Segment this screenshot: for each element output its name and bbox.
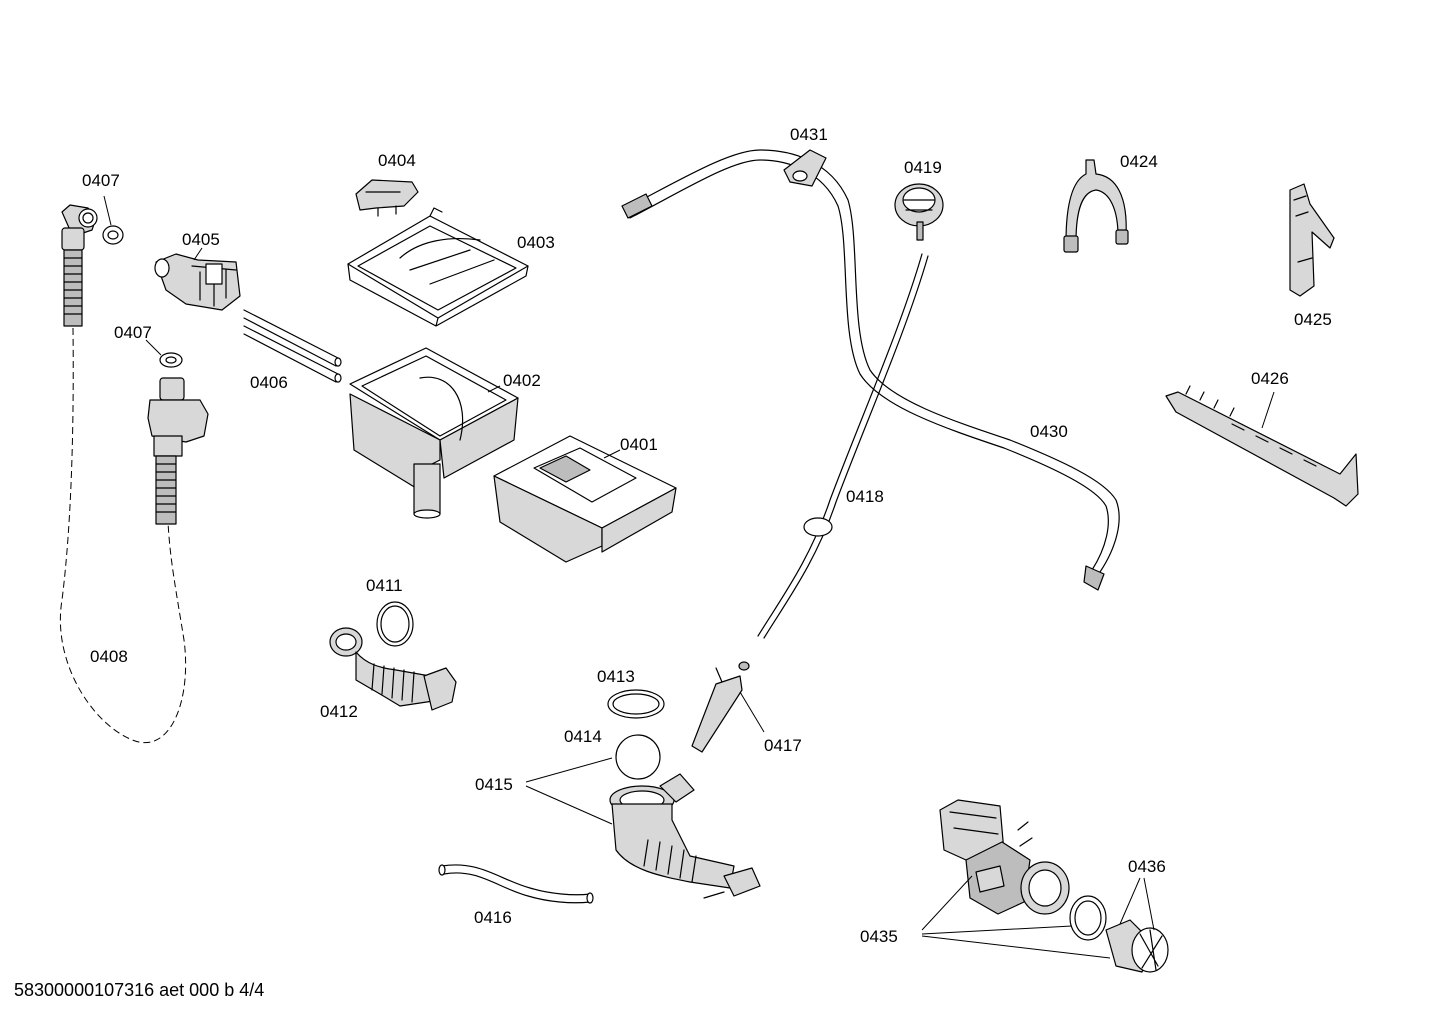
- part-0414-ball: [615, 734, 661, 780]
- label-0418: 0418: [846, 487, 884, 506]
- part-0436-filter: [1105, 919, 1169, 973]
- part-0435-gasket: [1069, 895, 1107, 941]
- label-0413: 0413: [597, 667, 635, 686]
- label-0414: 0414: [564, 727, 602, 746]
- label-0419: 0419: [904, 158, 942, 177]
- label-0426: 0426: [1251, 369, 1289, 388]
- label-0403: 0403: [517, 233, 555, 252]
- part-0404-clip: [355, 179, 419, 217]
- label-0406: 0406: [250, 373, 288, 392]
- part-0430-0431-long-hose: [621, 149, 1120, 591]
- label-0411: 0411: [366, 576, 403, 595]
- part-0426-rail: [1165, 385, 1359, 507]
- label-0402: 0402: [503, 371, 541, 390]
- part-0419-pressure-switch: [894, 183, 944, 241]
- part-0415-sump-hose: [609, 773, 761, 899]
- part-0416-small-hose: [438, 864, 594, 904]
- part-0418-pressure-hose: [757, 253, 929, 639]
- part-0424-y-connector: [1063, 159, 1129, 253]
- label-0435: 0435: [860, 927, 898, 946]
- part-0405-valve: [154, 253, 241, 311]
- label-0424: 0424: [1120, 152, 1158, 171]
- label-0425: 0425: [1294, 310, 1332, 329]
- part-0411-seal-ring: [376, 601, 414, 647]
- label-0405: 0405: [182, 230, 220, 249]
- label-0431: 0431: [790, 125, 828, 144]
- part-0407-upper-connector: [61, 204, 98, 327]
- part-0406-tubes: [243, 309, 342, 383]
- part-0402-dispenser-housing: [349, 347, 519, 519]
- part-0417-sensor-tube: [691, 661, 750, 753]
- drawing-reference-footer: 58300000107316 aet 000 b 4/4: [14, 980, 265, 1000]
- part-0413-ring: [607, 689, 665, 719]
- part-0408-hose-outline: [60, 327, 187, 744]
- part-0407-washer-upper: [102, 225, 124, 245]
- label-0408: 0408: [90, 647, 128, 666]
- label-0404: 0404: [378, 151, 416, 170]
- label-0430: 0430: [1030, 422, 1068, 441]
- part-0425-bracket: [1289, 183, 1335, 297]
- label-0407-lower: 0407: [114, 323, 152, 342]
- label-0417: 0417: [764, 736, 802, 755]
- label-0415: 0415: [475, 775, 513, 794]
- part-0407-washer-lower: [159, 352, 183, 368]
- label-0412: 0412: [320, 702, 358, 721]
- part-0407-lower-connector: [147, 377, 209, 525]
- part-0412-bellows-hose: [329, 627, 457, 711]
- part-0435-drain-pump: [939, 799, 1070, 915]
- part-0401-detergent-drawer: [493, 435, 677, 563]
- label-0407-upper: 0407: [82, 171, 120, 190]
- label-0401: 0401: [620, 435, 658, 454]
- part-0403-distributor-cover: [347, 207, 529, 327]
- label-0436: 0436: [1128, 857, 1166, 876]
- label-0416: 0416: [474, 908, 512, 927]
